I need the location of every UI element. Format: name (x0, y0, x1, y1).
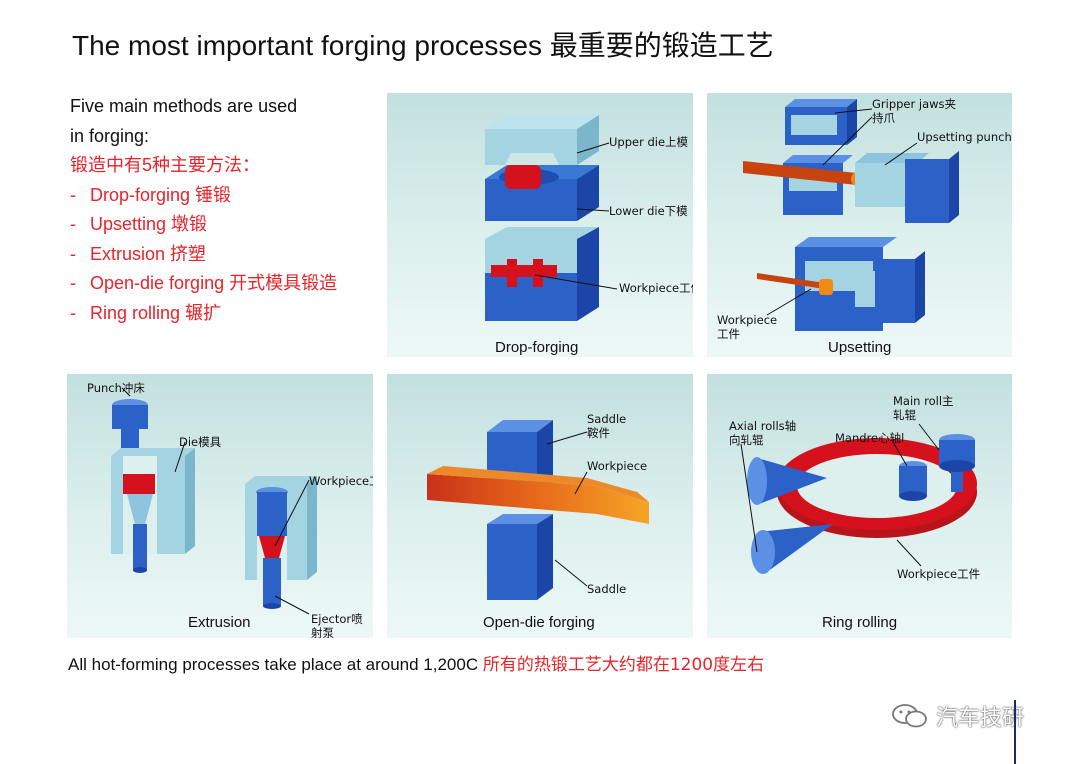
bullet-drop-forging: -Drop-forging 锤锻 (70, 181, 390, 211)
drop-forging-caption: Drop-forging (495, 339, 579, 356)
ring-rolling-panel: Main roll主 轧辊 Axial rolls轴 向轧辊 Mandre心轴l… (707, 374, 1012, 638)
bullet-text: Extrusion 挤塑 (90, 243, 207, 264)
bullet-text: Ring rolling 辗扩 (90, 302, 222, 323)
bullet-dash: - (70, 302, 76, 323)
title-zh: 最重要的锻造工艺 (549, 29, 774, 62)
workpiece-label-1: Workpiece (717, 313, 778, 327)
drop-forging-panel: Upper die上模 Lower die下模 Workpiece工件 Drop… (387, 93, 693, 357)
footer-note: All hot-forming processes take place at … (68, 650, 764, 675)
open-die-caption: Open-die forging (483, 614, 595, 631)
bullet-text: Upsetting 墩锻 (90, 214, 208, 234)
bullet-dash: - (70, 184, 76, 205)
intro-line-1: Five main methods are used (70, 96, 298, 116)
workpiece-label-2: 工件 (717, 327, 740, 341)
bullet-text: Open-die forging 开式模具锻造 (90, 273, 338, 293)
main-roll-label-1: Main roll主 (893, 394, 954, 408)
saddle-top-label-1: Saddle (587, 412, 627, 426)
intro-line-2: in forging: (70, 125, 150, 146)
title-en: The most important forging processes (72, 30, 542, 61)
upper-die-label: Upper die上模 (609, 135, 689, 149)
axial-rolls-label-2: 向轧辊 (729, 433, 764, 447)
die-label: Die模具 (179, 435, 222, 449)
lower-die-label: Lower die下模 (609, 204, 688, 218)
intro-zh: 锻造中有5种主要方法： (70, 155, 261, 175)
bullet-text: Drop-forging 锤锻 (90, 184, 232, 205)
workpiece-label: Workpiece工件 (309, 474, 373, 488)
open-die-panel: Saddle 鞍件 Workpiece Saddle Open-die forg… (387, 374, 693, 638)
watermark-text: 汽车技研 (936, 706, 1025, 731)
slide-title: The most important forging processes 最重要… (72, 24, 774, 64)
divider-line (1014, 700, 1016, 764)
workpiece-label: Workpiece工件 (619, 281, 693, 295)
upsetting-panel: Gripper jaws夹 持爪 Upsetting punch镦锻冲床 Wor… (707, 93, 1012, 357)
footer-en: All hot-forming processes take place at … (68, 655, 479, 674)
main-roll-label-2: 轧辊 (893, 408, 916, 422)
bullet-dash: - (70, 273, 76, 293)
workpiece-label: Workpiece (587, 459, 648, 473)
bullet-ring-rolling: -Ring rolling 辗扩 (70, 299, 390, 329)
gripper-jaws-label-1: Gripper jaws夹 (872, 97, 957, 111)
upsetting-caption: Upsetting (828, 339, 892, 356)
drop-forging-illustration (485, 115, 618, 321)
saddle-top-label-2: 鞍件 (587, 426, 610, 440)
gripper-jaws-label-2: 持爪 (872, 111, 895, 125)
open-die-illustration (427, 420, 649, 600)
extrusion-caption: Extrusion (188, 614, 251, 631)
extrusion-panel: Punch冲床 Die模具 Workpiece工件 Ejector喷 射泵 Ex… (67, 374, 373, 638)
ring-rolling-caption: Ring rolling (822, 614, 898, 631)
ring-rolling-illustration (740, 423, 977, 574)
bullet-dash: - (70, 243, 76, 264)
saddle-bottom-label: Saddle (587, 582, 627, 596)
ejector-label-1: Ejector喷 (311, 612, 363, 626)
bullet-upsetting: -Upsetting 墩锻 (70, 210, 390, 240)
ejector-label-2: 射泵 (311, 626, 334, 638)
wechat-icon (892, 704, 927, 728)
upsetting-punch-label: Upsetting punch镦锻冲床 (917, 130, 1012, 144)
axial-rolls-label-1: Axial rolls轴 (729, 419, 797, 433)
workpiece-label: Workpiece工件 (897, 567, 981, 581)
mandrel-label: Mandre心轴l (835, 431, 905, 445)
bullet-extrusion: -Extrusion 挤塑 (70, 240, 390, 270)
bullet-open-die: -Open-die forging 开式模具锻造 (70, 269, 390, 299)
extrusion-illustration (111, 387, 317, 615)
watermark: 汽车技研 (890, 700, 1024, 732)
footer-zh: 所有的热锻工艺大约都在1200度左右 (482, 655, 765, 675)
intro-text: Five main methods are used in forging: 锻… (70, 92, 390, 328)
punch-label: Punch冲床 (87, 381, 145, 395)
upsetting-illustration (743, 99, 959, 331)
bullet-dash: - (70, 214, 76, 234)
